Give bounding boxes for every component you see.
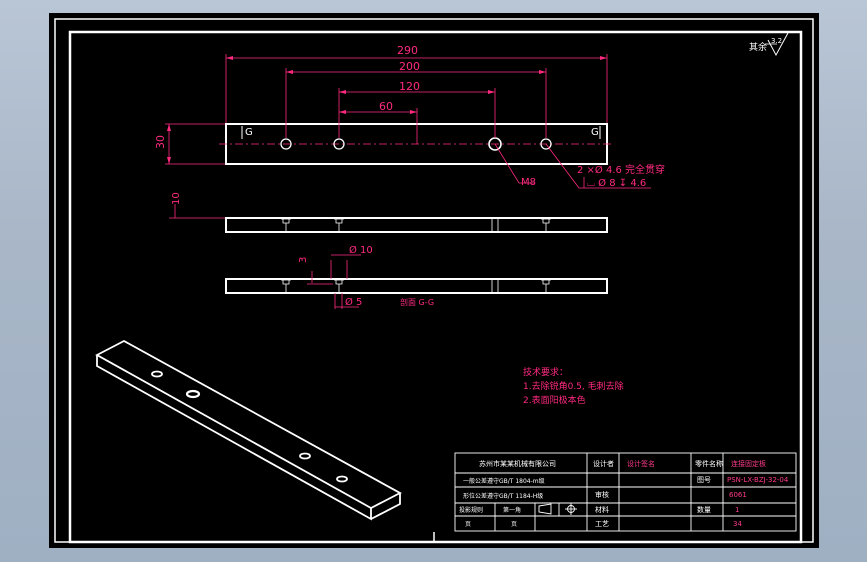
arrow-120-r — [488, 90, 495, 94]
roughness-prefix: 其余 — [749, 41, 767, 53]
top-view-dim-arrows — [167, 56, 607, 164]
section-counterbore-2 — [334, 279, 344, 292]
projection-cone-icon — [538, 503, 552, 515]
tb-label-name: 零件名称 — [695, 459, 723, 468]
top-view-dimensions — [165, 54, 651, 189]
arrow-120-l — [339, 90, 346, 94]
iso-hole-4 — [336, 475, 348, 483]
tb-label-check: 审核 — [595, 490, 609, 499]
tb-finish: 34 — [733, 520, 742, 528]
front-view: 10 — [169, 192, 608, 233]
dim-290: 290 — [397, 44, 418, 57]
tb-label-proc: 工艺 — [595, 520, 609, 528]
front-thread — [491, 219, 499, 232]
dim-dia5: Ø 5 — [345, 296, 362, 308]
section-label: 剖面 G-G — [400, 297, 434, 307]
iso-end-edge — [370, 493, 401, 520]
tb-quantity: 1 — [735, 506, 739, 514]
section-g-left: G — [245, 127, 253, 138]
dim-60: 60 — [379, 100, 393, 113]
dim-30: 30 — [154, 135, 167, 149]
title-block-frame — [454, 452, 797, 532]
title-block-text: 苏州市某某机械有限公司 一般公差遵守GB/T 1804-m级 形位公差遵守GB/… — [459, 459, 789, 528]
dim-200: 200 — [399, 60, 420, 73]
arrow-30-b — [167, 157, 171, 164]
arrow-30-t — [167, 124, 171, 131]
tb-company: 苏州市某某机械有限公司 — [479, 459, 556, 468]
arrow-60-r — [410, 110, 417, 114]
hole-2 — [333, 138, 345, 150]
dim-10: 10 — [171, 192, 182, 205]
dim-3: 3 — [298, 257, 309, 263]
front-view-outline — [225, 217, 608, 233]
iso-top-face — [95, 339, 402, 510]
arrow-290-r — [600, 56, 607, 60]
section-g-right: G — [591, 127, 599, 138]
arrow-200-l — [286, 70, 293, 74]
tb-row2: 一般公差遵守GB/T 1804-m级 — [463, 477, 545, 485]
front-counterbore-1 — [281, 218, 291, 231]
tb-row3: 形位公差遵守GB/T 1184-H级 — [463, 492, 543, 500]
dim-120: 120 — [399, 80, 420, 93]
iso-hole-3 — [299, 452, 311, 460]
tb-part-no: PSN-LX-BZJ-32-04 — [727, 476, 789, 484]
isometric-view — [95, 339, 402, 521]
tb-label-no: 图号 — [697, 476, 711, 484]
dim-dia10: Ø 10 — [349, 244, 373, 256]
top-view: G G — [219, 123, 614, 165]
front-counterbore-4 — [541, 218, 551, 231]
roughness-symbol-icon — [767, 32, 789, 57]
cad-drawing: 其余 3.2 G G — [54, 18, 814, 544]
arrow-290-l — [226, 56, 233, 60]
inner-frame — [68, 30, 803, 544]
section-view: Ø 10 Ø 5 3 剖面 G-G — [225, 244, 608, 309]
leader-hole — [545, 143, 651, 189]
tb-row4a: 投影规则 — [459, 506, 483, 514]
hole-callout-2: ⌴ Ø 8 ↧ 4.6 — [587, 177, 646, 189]
section-counterbore-1 — [281, 279, 291, 292]
section-counterbore-4 — [541, 279, 551, 292]
tb-row5b: 页 — [511, 521, 517, 528]
tb-designer: 设计签名 — [627, 459, 655, 468]
tb-row4b: 第一角 — [503, 506, 521, 514]
iso-hole-2 — [185, 389, 201, 399]
drawing-viewport: 其余 3.2 G G — [49, 13, 819, 548]
notes-line2: 2.表面阳极本色 — [523, 394, 586, 406]
tb-label-qty: 数量 — [697, 505, 711, 514]
hole-1 — [280, 138, 292, 150]
tb-material: 6061 — [729, 491, 747, 499]
arrow-200-r — [539, 70, 546, 74]
tb-row5a: 页 — [465, 521, 471, 528]
tb-part-name: 连接固定板 — [731, 459, 766, 468]
roughness-value: 3.2 — [771, 37, 782, 45]
iso-hole-1 — [151, 370, 163, 378]
front-counterbore-2 — [334, 218, 344, 231]
technical-notes: 技术要求： 1.去除锐角0.5, 毛刺去除 2.表面阳极本色 — [523, 366, 624, 406]
title-block — [454, 452, 797, 532]
section-view-outline — [225, 278, 608, 294]
tb-label-material: 材料 — [595, 505, 609, 514]
section-thread — [491, 280, 499, 293]
dim-m8: M8 — [521, 177, 536, 188]
notes-title: 技术要求： — [523, 366, 568, 378]
leader-m8 — [494, 143, 535, 184]
notes-line1: 1.去除锐角0.5, 毛刺去除 — [523, 380, 624, 392]
top-view-dim-labels: 290 200 120 60 30 M8 2 ×Ø 4.6 完全贯穿 ⌴ Ø 8… — [154, 44, 665, 189]
hole-callout-1: 2 ×Ø 4.6 完全贯穿 — [577, 163, 665, 176]
tb-label-drawing: 设计者 — [593, 459, 614, 468]
hole-4 — [540, 138, 552, 150]
arrow-60-l — [339, 110, 346, 114]
iso-front-edge — [96, 355, 372, 521]
